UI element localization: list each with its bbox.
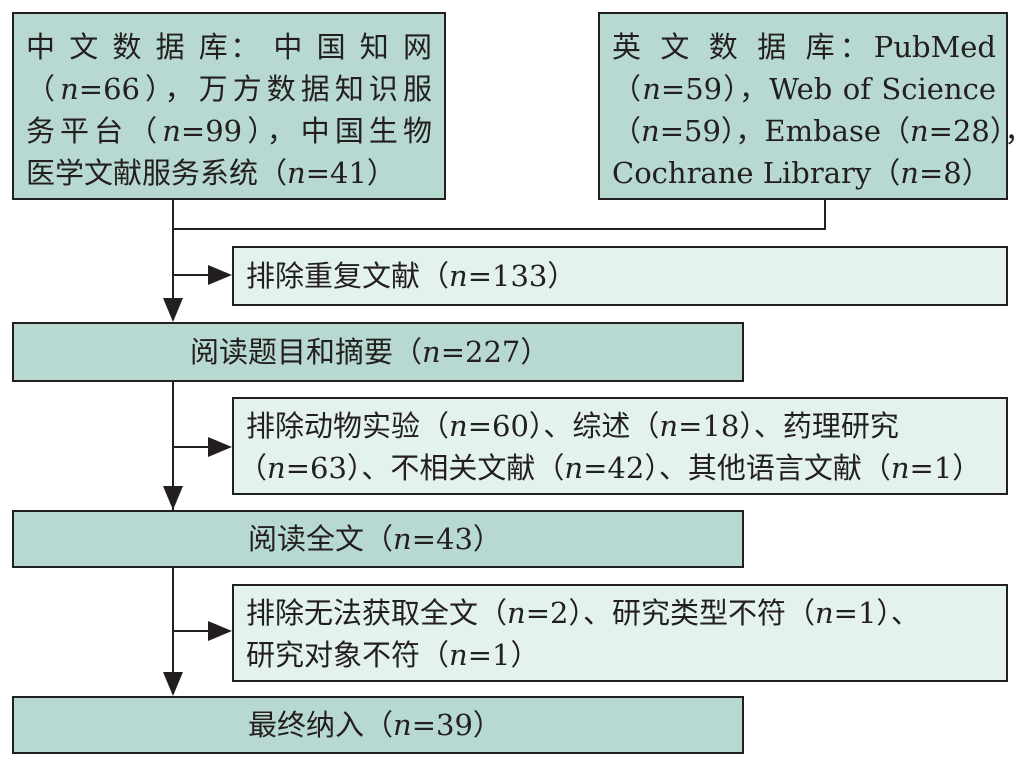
connector-right-db	[824, 200, 826, 230]
exclude-fulltext-line-1: 排除无法获取全文（n=2）、研究类型不符（n=1）、	[246, 596, 920, 630]
exclude-duplicates-text: 排除重复文献（n=133）	[246, 259, 577, 293]
exclude-fulltext-line-2: 研究对象不符（n=1）	[246, 638, 540, 672]
arrow-right-icon	[208, 265, 232, 285]
exclude-reasons-box: 排除动物实验（n=60）、综述（n=18）、药理研究 （n=63）、不相关文献（…	[232, 397, 1008, 495]
read-full-text-box: 阅读全文（n=43）	[12, 510, 744, 568]
arrow-right-icon	[208, 621, 232, 641]
arrow-right-icon	[208, 437, 232, 457]
english-database-line-2: （n=59），Web of Science	[612, 72, 996, 106]
english-database-line-3: （n=59），Embase（n=28），	[612, 114, 1018, 148]
read-title-abstract-box: 阅读题目和摘要（n=227）	[12, 322, 744, 382]
arrow-down-icon	[163, 298, 183, 322]
chinese-database-line-1: 中 文 数 据 库： 中 国 知 网	[26, 30, 432, 64]
branch-exclude-3	[172, 630, 212, 632]
exclude-reasons-line-2: （n=63）、不相关文献（n=42）、其他语言文献（n=1）	[238, 451, 982, 485]
chinese-database-line-4: 医学文献服务系统（n=41）	[26, 156, 396, 190]
branch-exclude-2	[172, 446, 212, 448]
english-database-line-1: 英 文 数 据 库：PubMed	[612, 30, 996, 64]
english-database-box: 英 文 数 据 库：PubMed （n=59），Web of Science （…	[598, 12, 1018, 200]
exclude-reasons-line-1: 排除动物实验（n=60）、综述（n=18）、药理研究	[246, 409, 899, 443]
connector-merge	[172, 228, 826, 230]
exclude-duplicates-box: 排除重复文献（n=133）	[232, 246, 1008, 306]
arrow-down-icon	[163, 486, 183, 510]
english-database-line-4: Cochrane Library（n=8）	[612, 156, 991, 190]
read-full-text-text: 阅读全文（n=43）	[248, 522, 502, 556]
exclude-fulltext-box: 排除无法获取全文（n=2）、研究类型不符（n=1）、 研究对象不符（n=1）	[232, 584, 1008, 682]
final-inclusion-text: 最终纳入（n=39）	[248, 708, 502, 742]
connector-left-db	[172, 200, 174, 320]
chinese-database-line-3: 务平台（n=99），中国生物	[26, 114, 432, 148]
arrow-down-icon	[163, 672, 183, 696]
read-title-abstract-text: 阅读题目和摘要（n=227）	[190, 335, 550, 369]
branch-exclude-dup	[172, 274, 212, 276]
chinese-database-line-2: （n=66），万方数据知识服	[26, 72, 432, 106]
chinese-database-box: 中 文 数 据 库： 中 国 知 网 （n=66），万方数据知识服 务平台（n=…	[12, 12, 446, 200]
final-inclusion-box: 最终纳入（n=39）	[12, 696, 744, 754]
